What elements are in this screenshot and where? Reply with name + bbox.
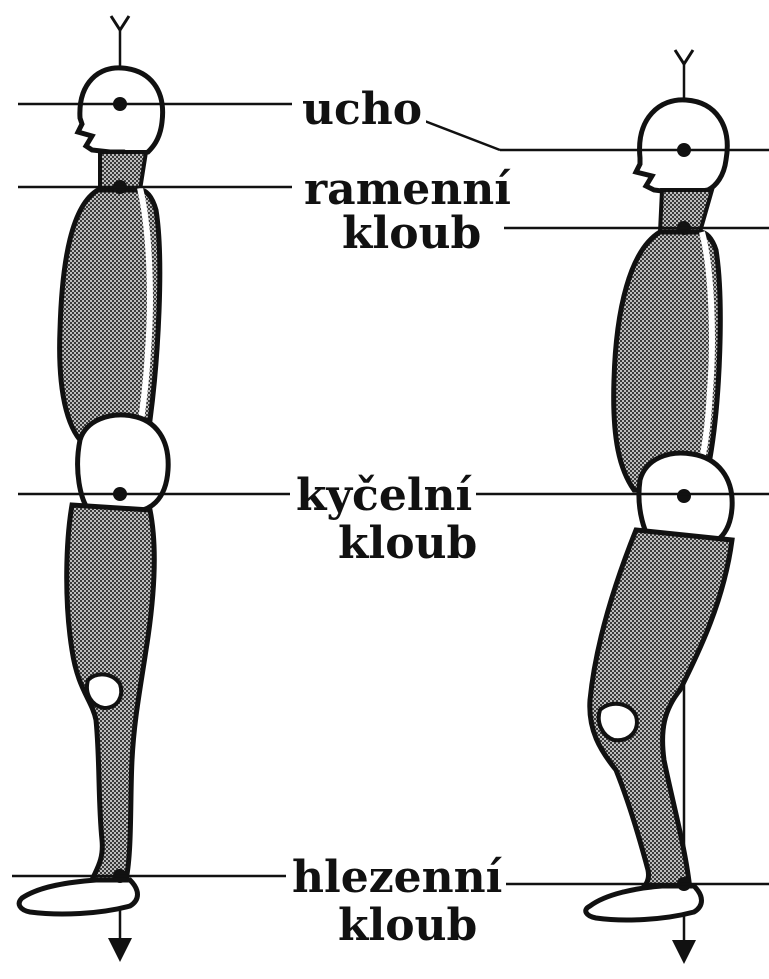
figure-upright (19, 16, 168, 962)
hip-label-line2: kloub (334, 522, 481, 566)
hip-joint-right (677, 489, 691, 503)
shoulder-label-line2: kloub (338, 212, 485, 256)
foot-right (586, 886, 702, 920)
hip-label-line1: kyčelní (292, 474, 476, 518)
ankle-label-line1: hlezenní (288, 856, 506, 900)
figure-bent (586, 50, 732, 964)
ear-label: ucho (298, 88, 426, 132)
top-arrow-right (675, 50, 693, 64)
head-left (78, 68, 163, 156)
shoulder-label-line1: ramenní (300, 168, 515, 212)
knee-right (599, 704, 637, 740)
bottom-arrow-right (672, 940, 696, 964)
knee-left (87, 674, 121, 708)
foot-left (19, 880, 137, 914)
ankle-label-line2: kloub (334, 904, 481, 948)
top-arrow-left (111, 16, 129, 30)
ear-leader (422, 120, 500, 150)
bottom-arrow-left (108, 938, 132, 962)
